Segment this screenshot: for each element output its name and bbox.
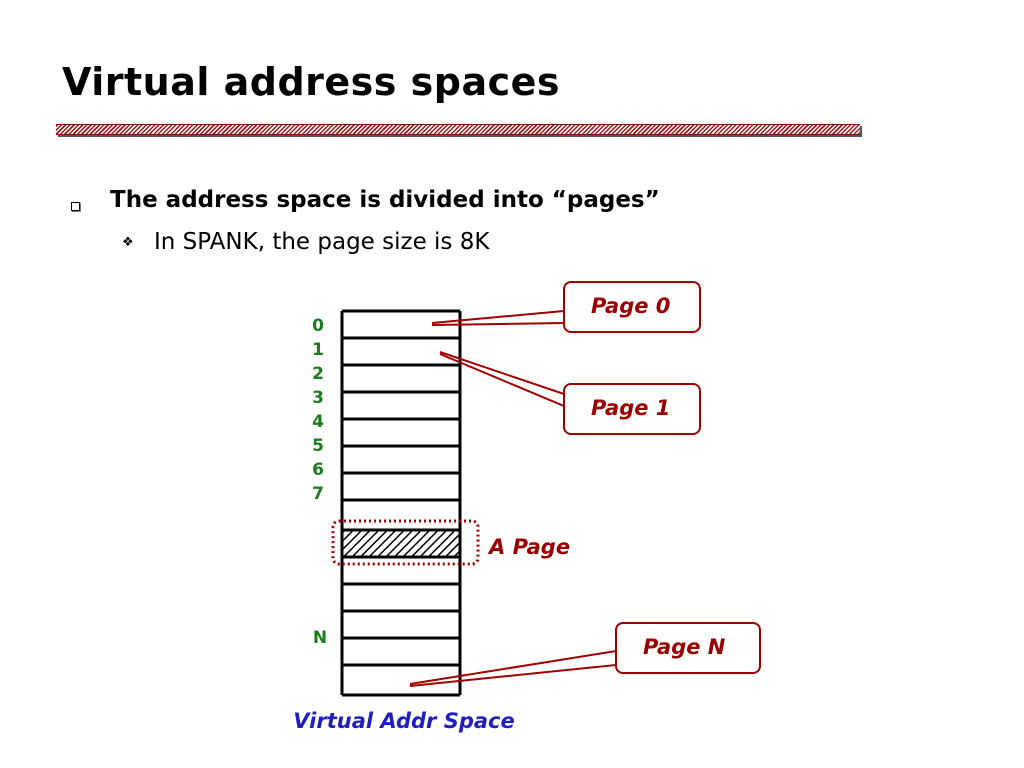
slide-title: Virtual address spaces	[62, 60, 561, 104]
row-label-6: 6	[312, 460, 324, 480]
row-label-1: 1	[312, 340, 324, 360]
row-label-7: 7	[312, 484, 324, 504]
leader-line-page-0	[431, 309, 565, 326]
row-label-2: 2	[312, 364, 324, 384]
leader-line-page-n	[409, 649, 617, 687]
page-selection-outline	[331, 519, 480, 566]
sub-bullet-text: In SPANK, the page size is 8K	[154, 229, 490, 255]
bullet-text: The address space is divided into “pages…	[110, 187, 660, 213]
row-label-3: 3	[312, 388, 324, 408]
callout-label-page-n: Page N	[643, 635, 726, 659]
callout-label-a-page: A Page	[487, 535, 570, 559]
callout-label-page-1: Page 1	[591, 396, 670, 420]
row-label-4: 4	[312, 412, 324, 432]
row-label-n: N	[313, 628, 327, 648]
square-bullet-icon	[71, 202, 80, 211]
page-column	[340, 309, 462, 697]
callout-box-page-n	[615, 622, 761, 674]
callout-label-page-0: Page 0	[591, 294, 670, 318]
diamond-bullet-icon: ❖	[122, 235, 134, 250]
row-label-0: 0	[312, 316, 324, 336]
row-label-5: 5	[312, 436, 324, 456]
title-rule	[56, 124, 860, 135]
callout-box-page-0	[563, 281, 701, 333]
callout-box-page-1	[563, 383, 701, 435]
highlighted-page-row	[342, 530, 460, 557]
diagram-caption: Virtual Addr Space	[293, 709, 514, 733]
